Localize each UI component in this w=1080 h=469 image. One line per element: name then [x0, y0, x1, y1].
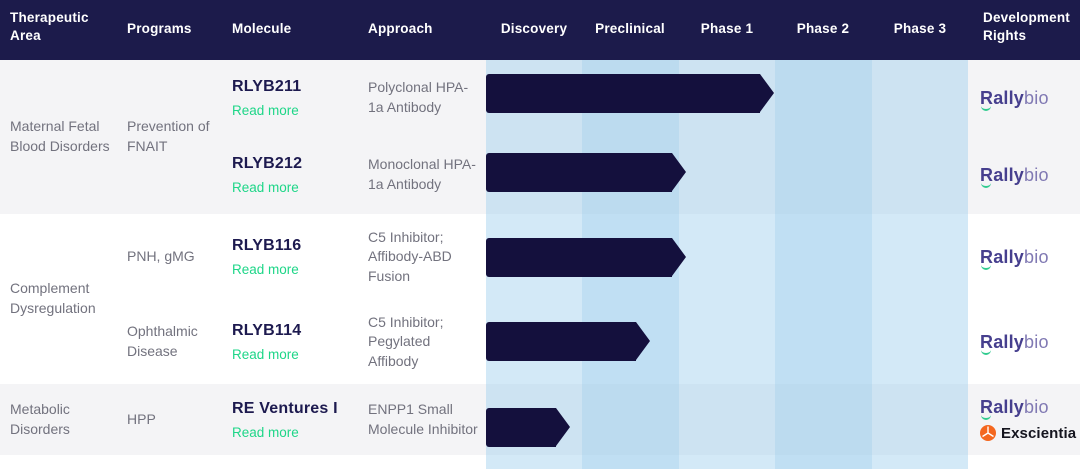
- molecule-name: RE Ventures I: [232, 399, 338, 417]
- exscientia-ball-icon: [980, 425, 996, 441]
- rights-cell-rlyb116: Rallybio: [980, 214, 1080, 300]
- rallybio-swoosh-icon: [981, 263, 991, 270]
- exscientia-logo: Exscientia: [980, 425, 1076, 442]
- column-header-therapeutic-area: Therapeutic Area: [10, 10, 89, 43]
- progress-arrow-re-ventures: [486, 408, 570, 447]
- therapeutic-area-complement: Complement Dysregulation: [10, 280, 96, 316]
- read-more-link-rlyb211[interactable]: Read more: [232, 103, 299, 118]
- rallybio-swoosh-icon: [981, 104, 991, 111]
- program-prevention-of-fnait: Prevention of FNAIT: [127, 118, 210, 154]
- progress-arrow-rlyb212: [486, 153, 686, 192]
- molecule-name: RLYB116: [232, 237, 302, 254]
- progress-arrow-rlyb116: [486, 238, 686, 277]
- column-header-phase-1: Phase 1: [700, 21, 754, 36]
- column-header-discovery: Discovery: [500, 21, 568, 36]
- table-header: Therapeutic Area Programs Molecule Appro…: [0, 0, 1080, 60]
- read-more-link-rlyb114[interactable]: Read more: [232, 347, 299, 362]
- molecule-cell-rlyb114: RLYB114 Read more: [232, 300, 350, 384]
- rallybio-logo: Rallybio: [980, 333, 1080, 355]
- progress-arrow-rlyb211: [486, 74, 774, 113]
- rallybio-logo: Rallybio: [980, 89, 1080, 111]
- column-header-phase-3: Phase 3: [893, 21, 947, 36]
- molecule-name: RLYB114: [232, 322, 302, 339]
- approach-rlyb114: C5 Inhibitor; Pegylated Affibody: [368, 313, 444, 369]
- molecule-cell-rlyb212: RLYB212 Read more: [232, 136, 350, 214]
- program-ophthalmic-disease: Ophthalmic Disease: [127, 323, 198, 359]
- rallybio-swoosh-icon: [981, 181, 991, 188]
- molecule-name: RLYB212: [232, 155, 303, 172]
- read-more-link-rlyb212[interactable]: Read more: [232, 180, 299, 195]
- read-more-link-rlyb116[interactable]: Read more: [232, 262, 299, 277]
- phase-column-phase3: [871, 60, 968, 469]
- column-header-phase-2: Phase 2: [796, 21, 850, 36]
- rights-cell-rlyb211: Rallybio: [980, 60, 1080, 136]
- column-header-programs: Programs: [127, 21, 192, 36]
- molecule-cell-rlyb211: RLYB211 Read more: [232, 60, 350, 136]
- phase-column-phase2: [775, 60, 872, 469]
- rallybio-logo: Rallybio: [980, 398, 1049, 420]
- approach-re-ventures: ENPP1 Small Molecule Inhibitor: [368, 400, 478, 437]
- column-header-development-rights: Development Rights: [983, 10, 1070, 43]
- column-header-approach: Approach: [368, 21, 433, 36]
- column-header-preclinical: Preclinical: [595, 21, 665, 36]
- rights-cell-rlyb114: Rallybio: [980, 300, 1080, 384]
- progress-arrow-rlyb114: [486, 322, 650, 361]
- rights-cell-re-ventures: Rallybio Exscientia: [980, 384, 1080, 455]
- approach-rlyb211: Polyclonal HPA-1a Antibody: [368, 79, 469, 115]
- rallybio-logo: Rallybio: [980, 166, 1080, 188]
- rallybio-swoosh-icon: [981, 413, 991, 420]
- column-header-molecule: Molecule: [232, 21, 292, 36]
- phase-column-phase1: [678, 60, 776, 469]
- rallybio-swoosh-icon: [981, 348, 991, 355]
- molecule-name: RLYB211: [232, 78, 302, 95]
- molecule-cell-rlyb116: RLYB116 Read more: [232, 214, 350, 300]
- program-hpp: HPP: [127, 410, 156, 427]
- read-more-link-re-ventures[interactable]: Read more: [232, 424, 299, 440]
- therapeutic-area-metabolic: Metabolic Disorders: [10, 400, 70, 437]
- approach-rlyb212: Monoclonal HPA-1a Antibody: [368, 156, 476, 192]
- approach-rlyb116: C5 Inhibitor; Affibody-ABD Fusion: [368, 228, 452, 284]
- molecule-cell-re-ventures: RE Ventures I Read more: [232, 384, 362, 455]
- therapeutic-area-maternal-fetal: Maternal Fetal Blood Disorders: [10, 118, 110, 154]
- program-pnh-gmg: PNH, gMG: [127, 248, 195, 265]
- rights-cell-rlyb212: Rallybio: [980, 136, 1080, 214]
- rallybio-logo: Rallybio: [980, 248, 1080, 270]
